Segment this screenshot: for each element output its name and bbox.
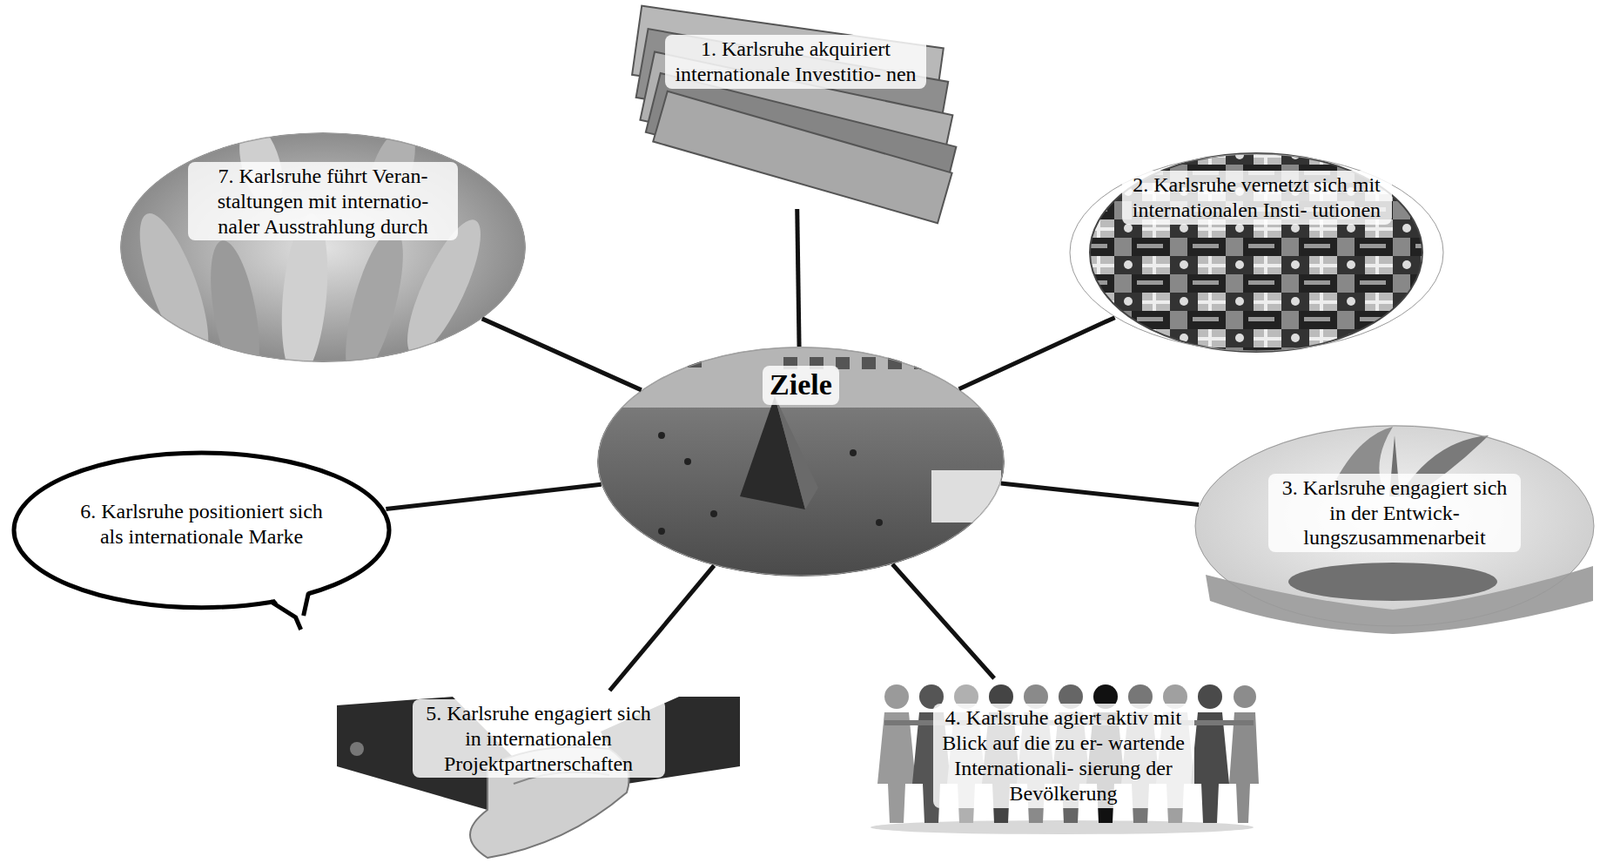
- center-ellipse: Ziele: [597, 346, 1005, 577]
- goal-banknotes: 1. Karlsruhe akquiriert internationale I…: [611, 3, 980, 209]
- connector-line: [892, 564, 995, 679]
- goal-label: 7. Karlsruhe führt Veran- staltungen mit…: [188, 161, 458, 241]
- connector-line: [385, 484, 601, 509]
- goal-label: 1. Karlsruhe akquiriert internationale I…: [665, 34, 927, 89]
- connector-line: [959, 317, 1116, 390]
- speech-bubble: 6. Karlsruhe positioniert sich als inter…: [10, 449, 393, 633]
- connector-line: [482, 318, 642, 390]
- raised-hands: [120, 118, 526, 390]
- handshake: [336, 696, 740, 858]
- goal-ellipse: 2. Karlsruhe vernetzt sich mit internati…: [1068, 153, 1445, 352]
- goal-handshake: 5. Karlsruhe engagiert sich in internati…: [336, 690, 740, 861]
- goal-label: 3. Karlsruhe engagiert sich in der Entwi…: [1268, 473, 1521, 552]
- flag-globe: [1089, 153, 1423, 352]
- market-square-photo: [597, 346, 1005, 577]
- goal-people: 4. Karlsruhe agiert aktiv mit Blick auf …: [867, 678, 1260, 834]
- goal-label: 2. Karlsruhe vernetzt sich mit internati…: [1122, 170, 1392, 225]
- connector-line: [1001, 483, 1199, 505]
- goal-ellipse: 3. Karlsruhe engagiert sich in der Entwi…: [1194, 424, 1595, 627]
- goal-label: 4. Karlsruhe agiert aktiv mit Blick auf …: [933, 703, 1195, 807]
- connector-line: [609, 564, 714, 691]
- goal-label: 6. Karlsruhe positioniert sich als inter…: [71, 497, 333, 552]
- goal-ellipse: 7. Karlsruhe führt Veran- staltungen mit…: [120, 132, 526, 363]
- goal-label: Ziele: [762, 365, 840, 405]
- banknotes: [631, 6, 956, 224]
- goal-label: 5. Karlsruhe engagiert sich in internati…: [412, 699, 666, 778]
- paper-people: [870, 684, 1259, 834]
- connector-line: [797, 208, 800, 347]
- hands-with-plant: [1195, 424, 1594, 634]
